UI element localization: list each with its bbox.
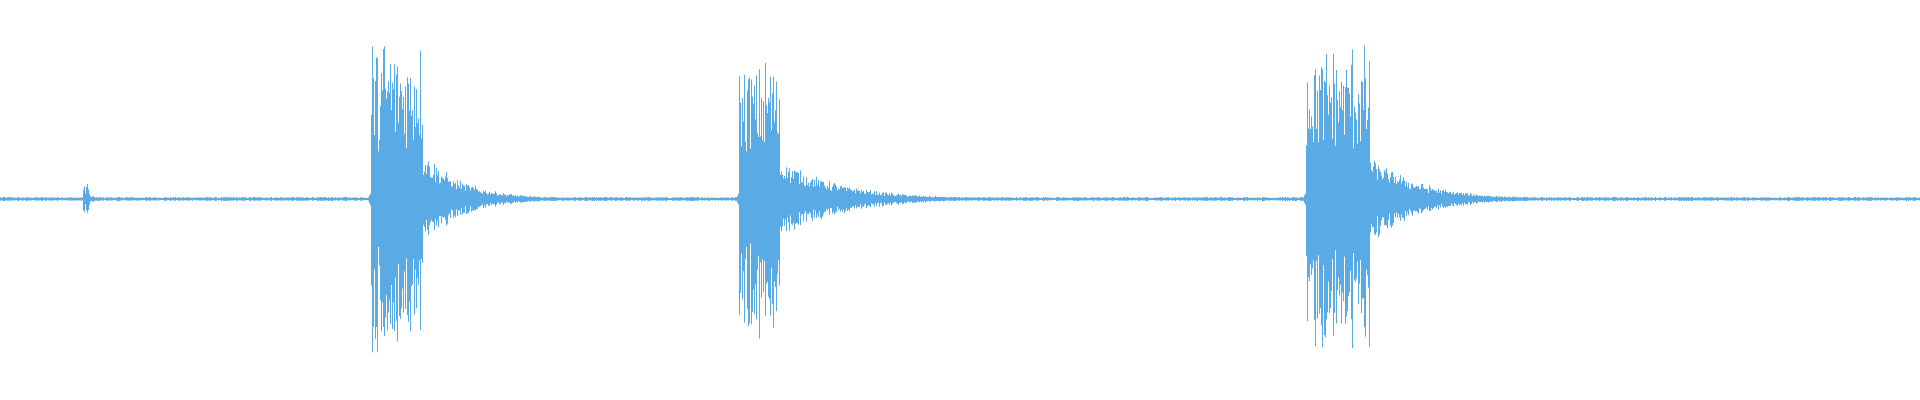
waveform-trace <box>0 45 1920 353</box>
waveform-amplitude <box>0 45 1920 353</box>
